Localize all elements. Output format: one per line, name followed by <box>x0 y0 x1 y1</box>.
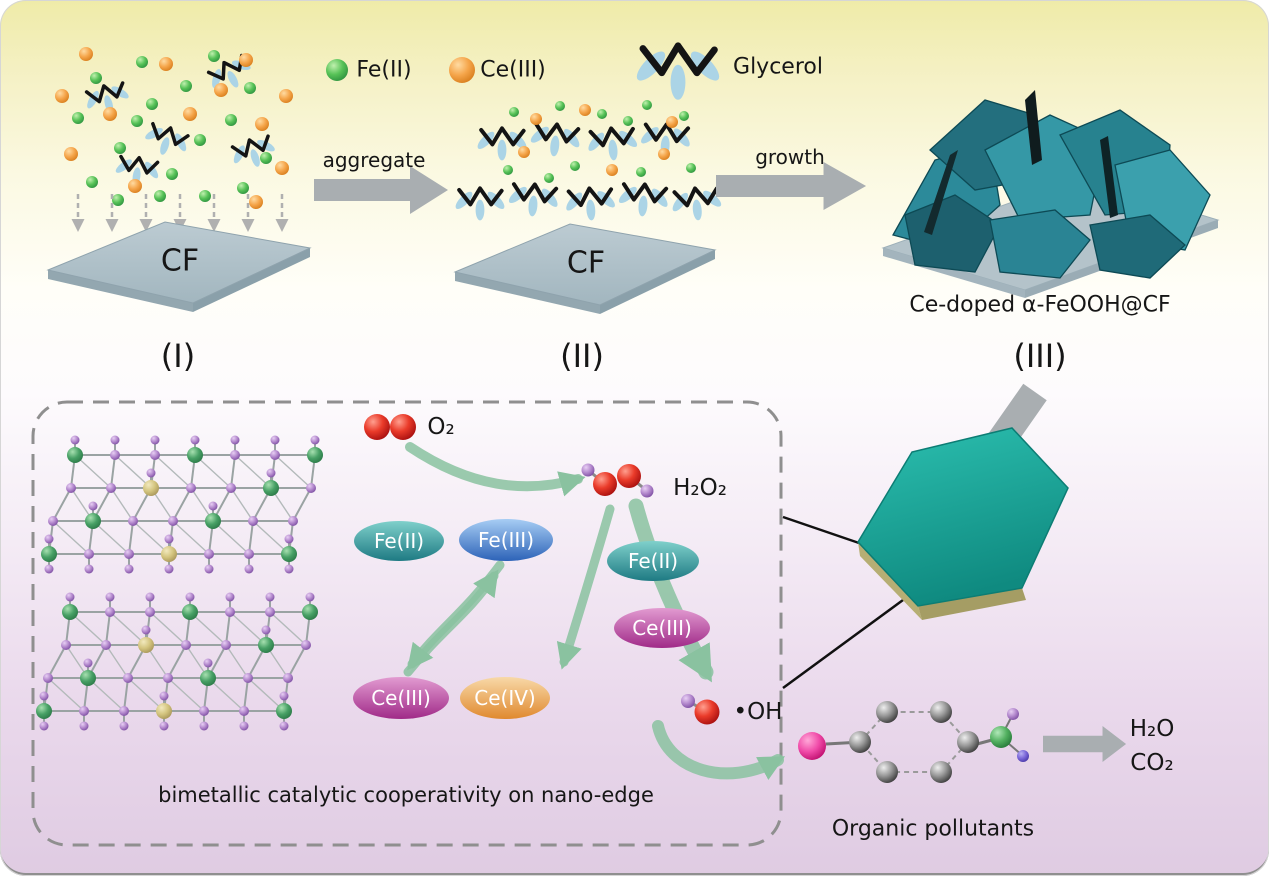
teal-nanosheet <box>857 427 1069 620</box>
legend-ce3-label: Ce(III) <box>480 57 546 83</box>
ce3-pill-label: Ce(III) <box>371 686 431 710</box>
stage3-label: (III) <box>1013 337 1067 375</box>
pollutants-label: Organic pollutants <box>831 816 1035 842</box>
pollutant-side-atom <box>990 726 1012 748</box>
ce3-path-pill-label: Ce(III) <box>632 616 692 640</box>
cf-label-2: CF <box>566 245 606 281</box>
fe3-pill-label: Fe(III) <box>477 528 535 552</box>
growth-arrow <box>716 162 867 210</box>
fe2-pill-label: Fe(II) <box>373 529 425 553</box>
ce3-pill <box>353 677 449 719</box>
legend-glycerol-icon <box>633 46 724 100</box>
cf-substrate-1 <box>46 221 312 312</box>
deposition-dashed-arrows <box>71 194 289 232</box>
crystal-lattice-bottom <box>36 592 318 731</box>
nanosheet-array-on-cf <box>881 90 1220 298</box>
aggregate-arrow <box>314 166 448 214</box>
stage1-ion-scatter <box>55 47 293 209</box>
growth-arrow-label: growth <box>755 145 825 169</box>
legend-fe2-icon <box>326 59 348 81</box>
ce4-pill <box>460 677 550 719</box>
fe2-path-pill <box>607 541 699 581</box>
h2o2-molecule <box>581 463 654 498</box>
o2-label: O₂ <box>427 414 455 440</box>
fe2-path-pill-label: Fe(II) <box>627 549 679 573</box>
fe2-pill <box>354 521 444 561</box>
mineralization-arrow <box>1043 726 1127 762</box>
stage2-label: (II) <box>560 337 604 375</box>
fe3-pill <box>459 519 553 561</box>
crystal-lattice-top <box>41 435 323 574</box>
legend-ce3-icon <box>449 57 475 83</box>
o2-molecule <box>364 414 416 440</box>
legend-glycerol-label: Glycerol <box>733 54 823 80</box>
stage1-label: (I) <box>160 337 196 375</box>
cf-label-1: CF <box>160 243 200 279</box>
mechanism-caption: bimetallic catalytic cooperativity on na… <box>158 783 654 807</box>
redox-cycle-pills <box>353 519 710 719</box>
h2o-product-label: H₂O <box>1129 716 1175 742</box>
ce3-path-pill <box>614 608 710 648</box>
mechanism-dashed-box <box>31 400 783 847</box>
reaction-arrows-green <box>403 442 786 780</box>
oh-label: •OH <box>733 699 783 725</box>
pollutant-head-atom <box>798 732 826 760</box>
co2-product-label: CO₂ <box>1130 750 1174 776</box>
organic-pollutant-molecule <box>798 701 1029 783</box>
hydroxyl-radical-molecule <box>681 694 720 725</box>
product-label: Ce-doped α-FeOOH@CF <box>909 292 1171 318</box>
ce4-pill-label: Ce(IV) <box>474 686 536 710</box>
cf-substrate-2 <box>453 223 717 314</box>
nanoedge-callout-lines <box>782 515 904 690</box>
legend-fe2-label: Fe(II) <box>356 57 412 83</box>
aggregate-arrow-label: aggregate <box>322 148 426 172</box>
h2o2-label: H₂O₂ <box>673 475 727 501</box>
stage2-aggregated-layers <box>453 100 725 223</box>
